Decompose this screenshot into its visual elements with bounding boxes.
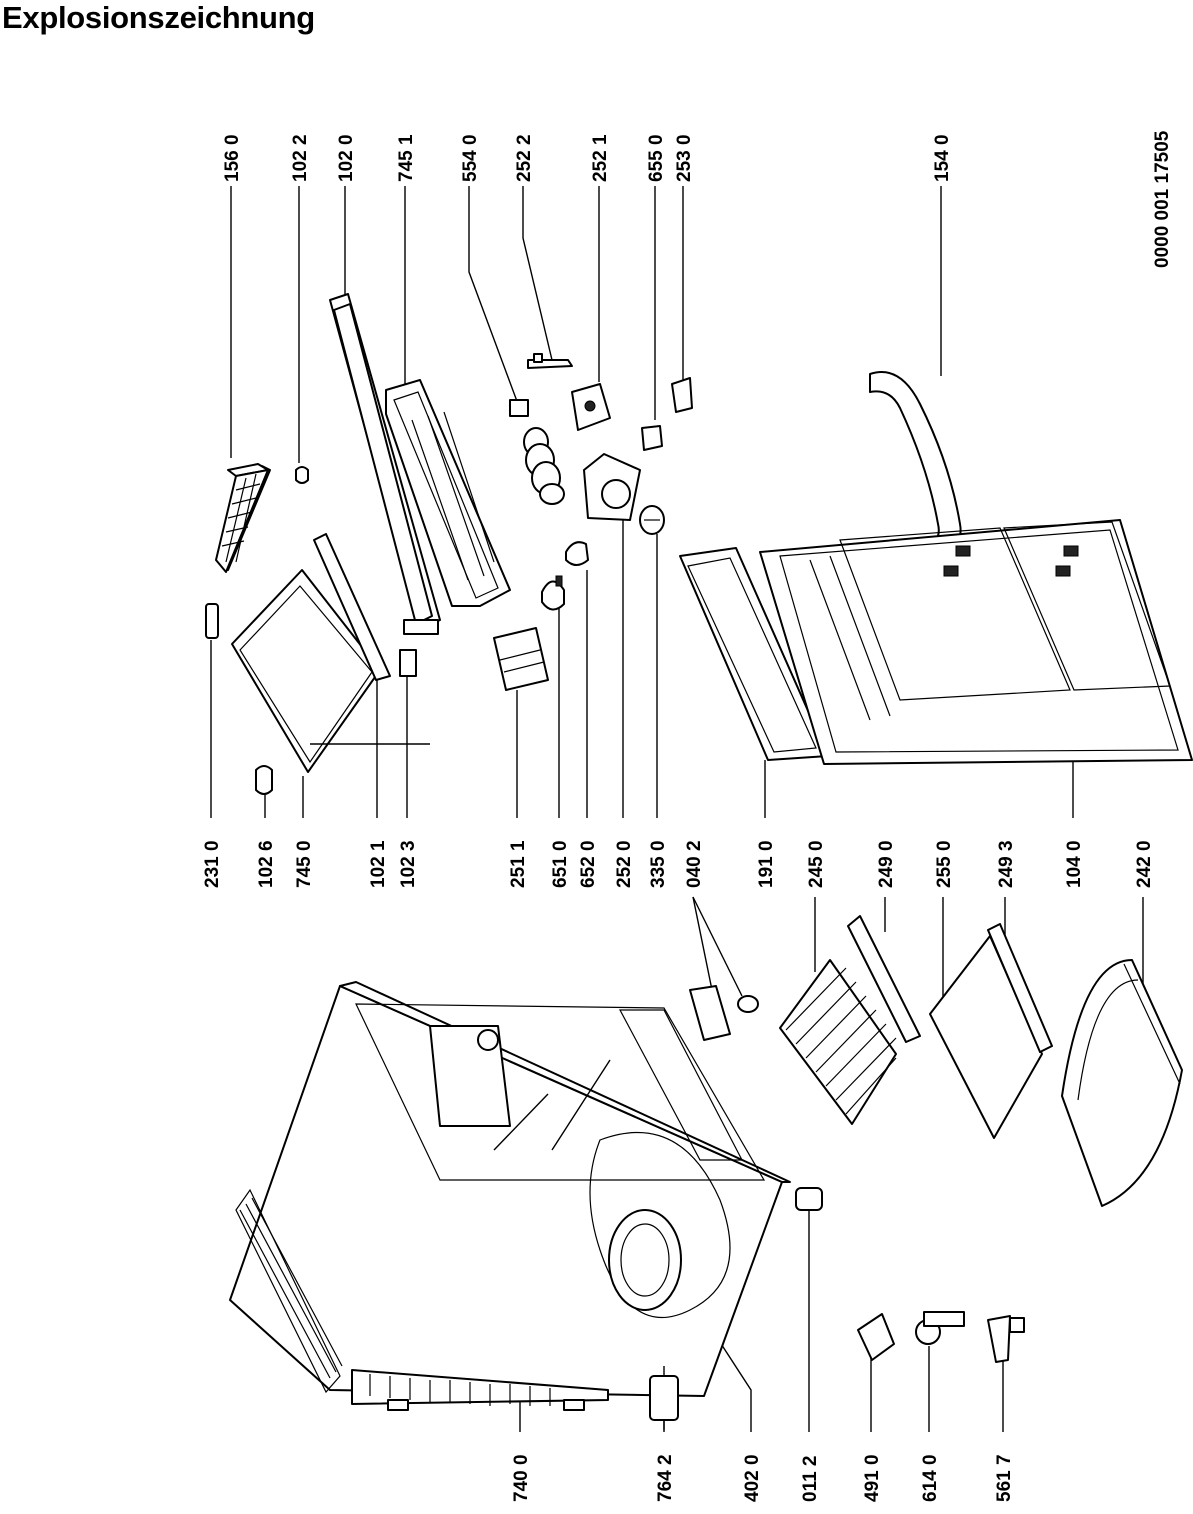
flap-bearing [255,765,273,795]
label-652-0: 652 0 [578,840,599,888]
adjustable-foot [795,1187,823,1211]
label-335-0: 335 0 [648,840,669,888]
label-745-1: 745 1 [396,134,417,182]
start-relay [857,1313,895,1361]
door-switch [641,425,663,451]
label-561-7: 561 7 [994,1454,1015,1502]
label-011-2: 011 2 [800,1456,821,1503]
flap-latch [399,649,417,677]
label-614-0: 614 0 [920,1454,941,1502]
label-102-6: 102 6 [256,840,277,888]
label-156-0: 156 0 [222,134,243,182]
thermostat-bracket [571,383,611,431]
label-655-0: 655 0 [646,134,667,182]
label-231-0: 231 0 [202,840,223,888]
label-154-0: 154 0 [932,134,953,182]
label-104-0: 104 0 [1064,840,1085,888]
label-249-3: 249 3 [996,840,1017,888]
overload-protector [915,1311,965,1345]
label-252-1: 252 1 [590,134,611,182]
label-651-0: 651 0 [550,840,571,888]
label-740-0: 740 0 [511,1454,532,1502]
top-labels: 156 0 102 2 102 0 745 1 554 0 252 2 252 … [222,134,953,182]
label-040-2: 040 2 [684,840,705,888]
label-255-0: 255 0 [934,840,955,888]
thermostat-unit [987,1315,1025,1363]
label-102-1: 102 1 [368,840,389,888]
label-102-0: 102 0 [336,134,357,182]
label-764-2: 764 2 [655,1454,676,1502]
freezer-shelf-strip [329,293,441,635]
glass-shelf [929,935,1043,1139]
lamp-holder [565,541,589,566]
leader-lines [210,186,1144,1432]
door-handle [869,371,962,551]
glass-shelf-edge [987,923,1053,1053]
lamp-cover [493,627,549,691]
filter-drier [649,1366,679,1430]
refrigerator-cabinet [229,981,791,1411]
label-745-0: 745 0 [294,840,315,888]
ice-cube-tray [215,463,271,573]
vegetable-crisper [1061,959,1183,1207]
label-554-0: 554 0 [460,134,481,182]
flap-strip [313,533,391,681]
knob-cover [671,377,693,413]
thermostat-clip [527,353,573,369]
freezer-tray [385,379,511,607]
thermostat-knob [639,505,665,535]
label-253-0: 253 0 [674,134,695,182]
page-title: Explosionszeichnung [2,0,315,35]
document-number: 0000 001 17505 [1152,130,1173,268]
hinge-pin [205,603,219,639]
label-252-2: 252 2 [514,134,535,182]
label-102-2: 102 2 [290,134,311,182]
capillary-coil [509,399,565,505]
label-251-1: 251 1 [508,840,529,888]
door-hinge [689,985,759,1041]
label-491-0: 491 0 [862,1454,883,1502]
rear-vent-grille [235,1188,343,1394]
label-252-0: 252 0 [614,840,635,888]
thermostat-housing [583,453,641,521]
label-242-0: 242 0 [1134,840,1155,888]
label-102-3: 102 3 [398,840,419,888]
label-402-0: 402 0 [742,1454,763,1502]
middle-labels: 231 0 102 6 745 0 102 1 102 3 251 1 651 … [202,840,1155,888]
wire-shelf [779,959,897,1125]
small-clip [295,466,309,484]
bottom-labels: 740 0 764 2 402 0 011 2 491 0 614 0 561 … [511,1454,1015,1502]
label-245-0: 245 0 [806,840,827,888]
label-191-0: 191 0 [756,840,777,888]
shelf-edge-strip [847,915,921,1043]
lamp-bulb [541,575,565,611]
refrigerator-door [759,519,1193,765]
label-249-0: 249 0 [876,840,897,888]
